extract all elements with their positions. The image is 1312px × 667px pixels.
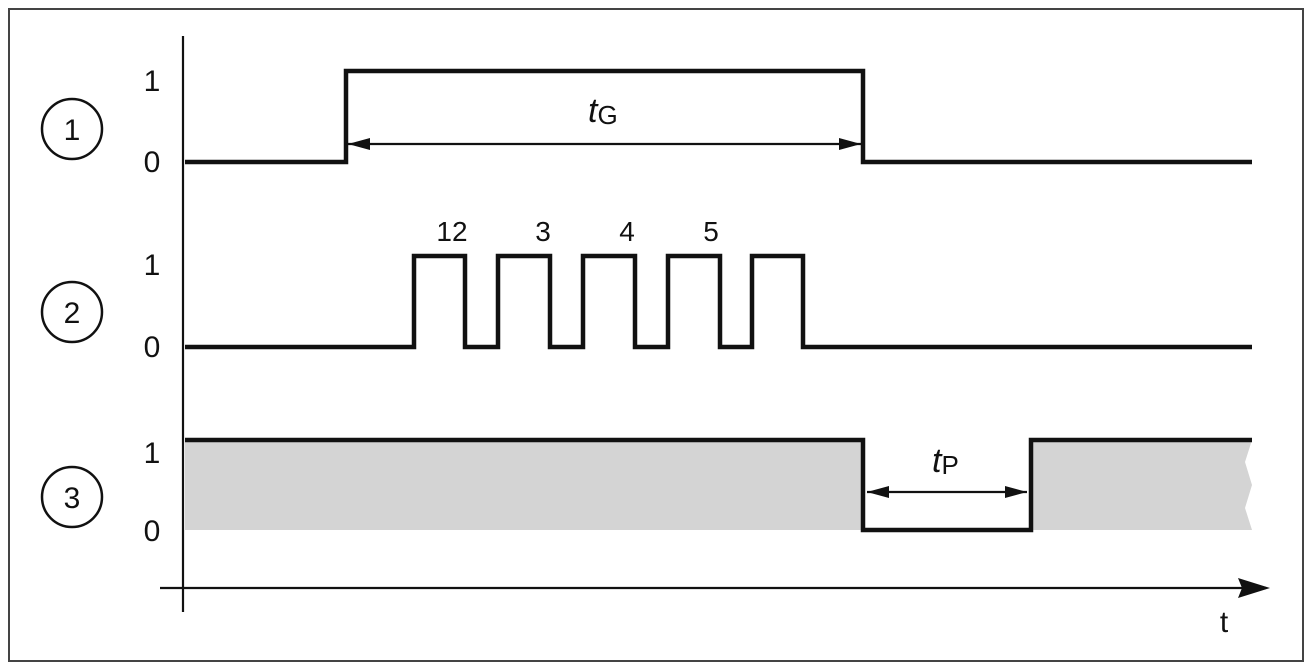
row-1: 1 1 0 tG <box>40 65 1252 179</box>
low-level-label: 0 <box>144 331 161 364</box>
row-marker-circle <box>40 97 104 161</box>
row-2: 2 1 0 12 3 4 5 <box>40 216 1252 364</box>
gate-signal-waveform <box>185 68 1252 165</box>
diagram-frame <box>8 8 1304 662</box>
gate-duration-label: tG <box>588 92 618 130</box>
row-marker-number: 2 <box>64 297 81 330</box>
row-marker-circle <box>40 465 104 529</box>
row-marker-number: 1 <box>64 114 81 147</box>
low-level-label: 0 <box>144 146 161 179</box>
high-level-label: 1 <box>144 65 161 98</box>
pulse-count-label: 12 <box>436 216 467 247</box>
shaded-region-left <box>185 440 863 530</box>
output-signal-waveform <box>185 437 1252 533</box>
time-axis-label: t <box>1220 606 1229 639</box>
shaded-region-right <box>1031 440 1252 530</box>
pulse-count-label: 4 <box>619 216 635 247</box>
high-level-label: 1 <box>144 437 161 470</box>
high-level-label: 1 <box>144 249 161 282</box>
pause-duration-label: tP <box>932 442 959 480</box>
time-axis-arrowhead <box>1238 578 1270 598</box>
pulse-count-label: 3 <box>535 216 551 247</box>
row-marker-number: 3 <box>64 482 81 515</box>
low-level-label: 0 <box>144 515 161 548</box>
pulse-count-label: 5 <box>703 216 719 247</box>
pulse-signal-waveform <box>185 253 1252 350</box>
row-3: 3 1 0 tP <box>40 437 1252 548</box>
row-marker-circle <box>40 280 104 344</box>
